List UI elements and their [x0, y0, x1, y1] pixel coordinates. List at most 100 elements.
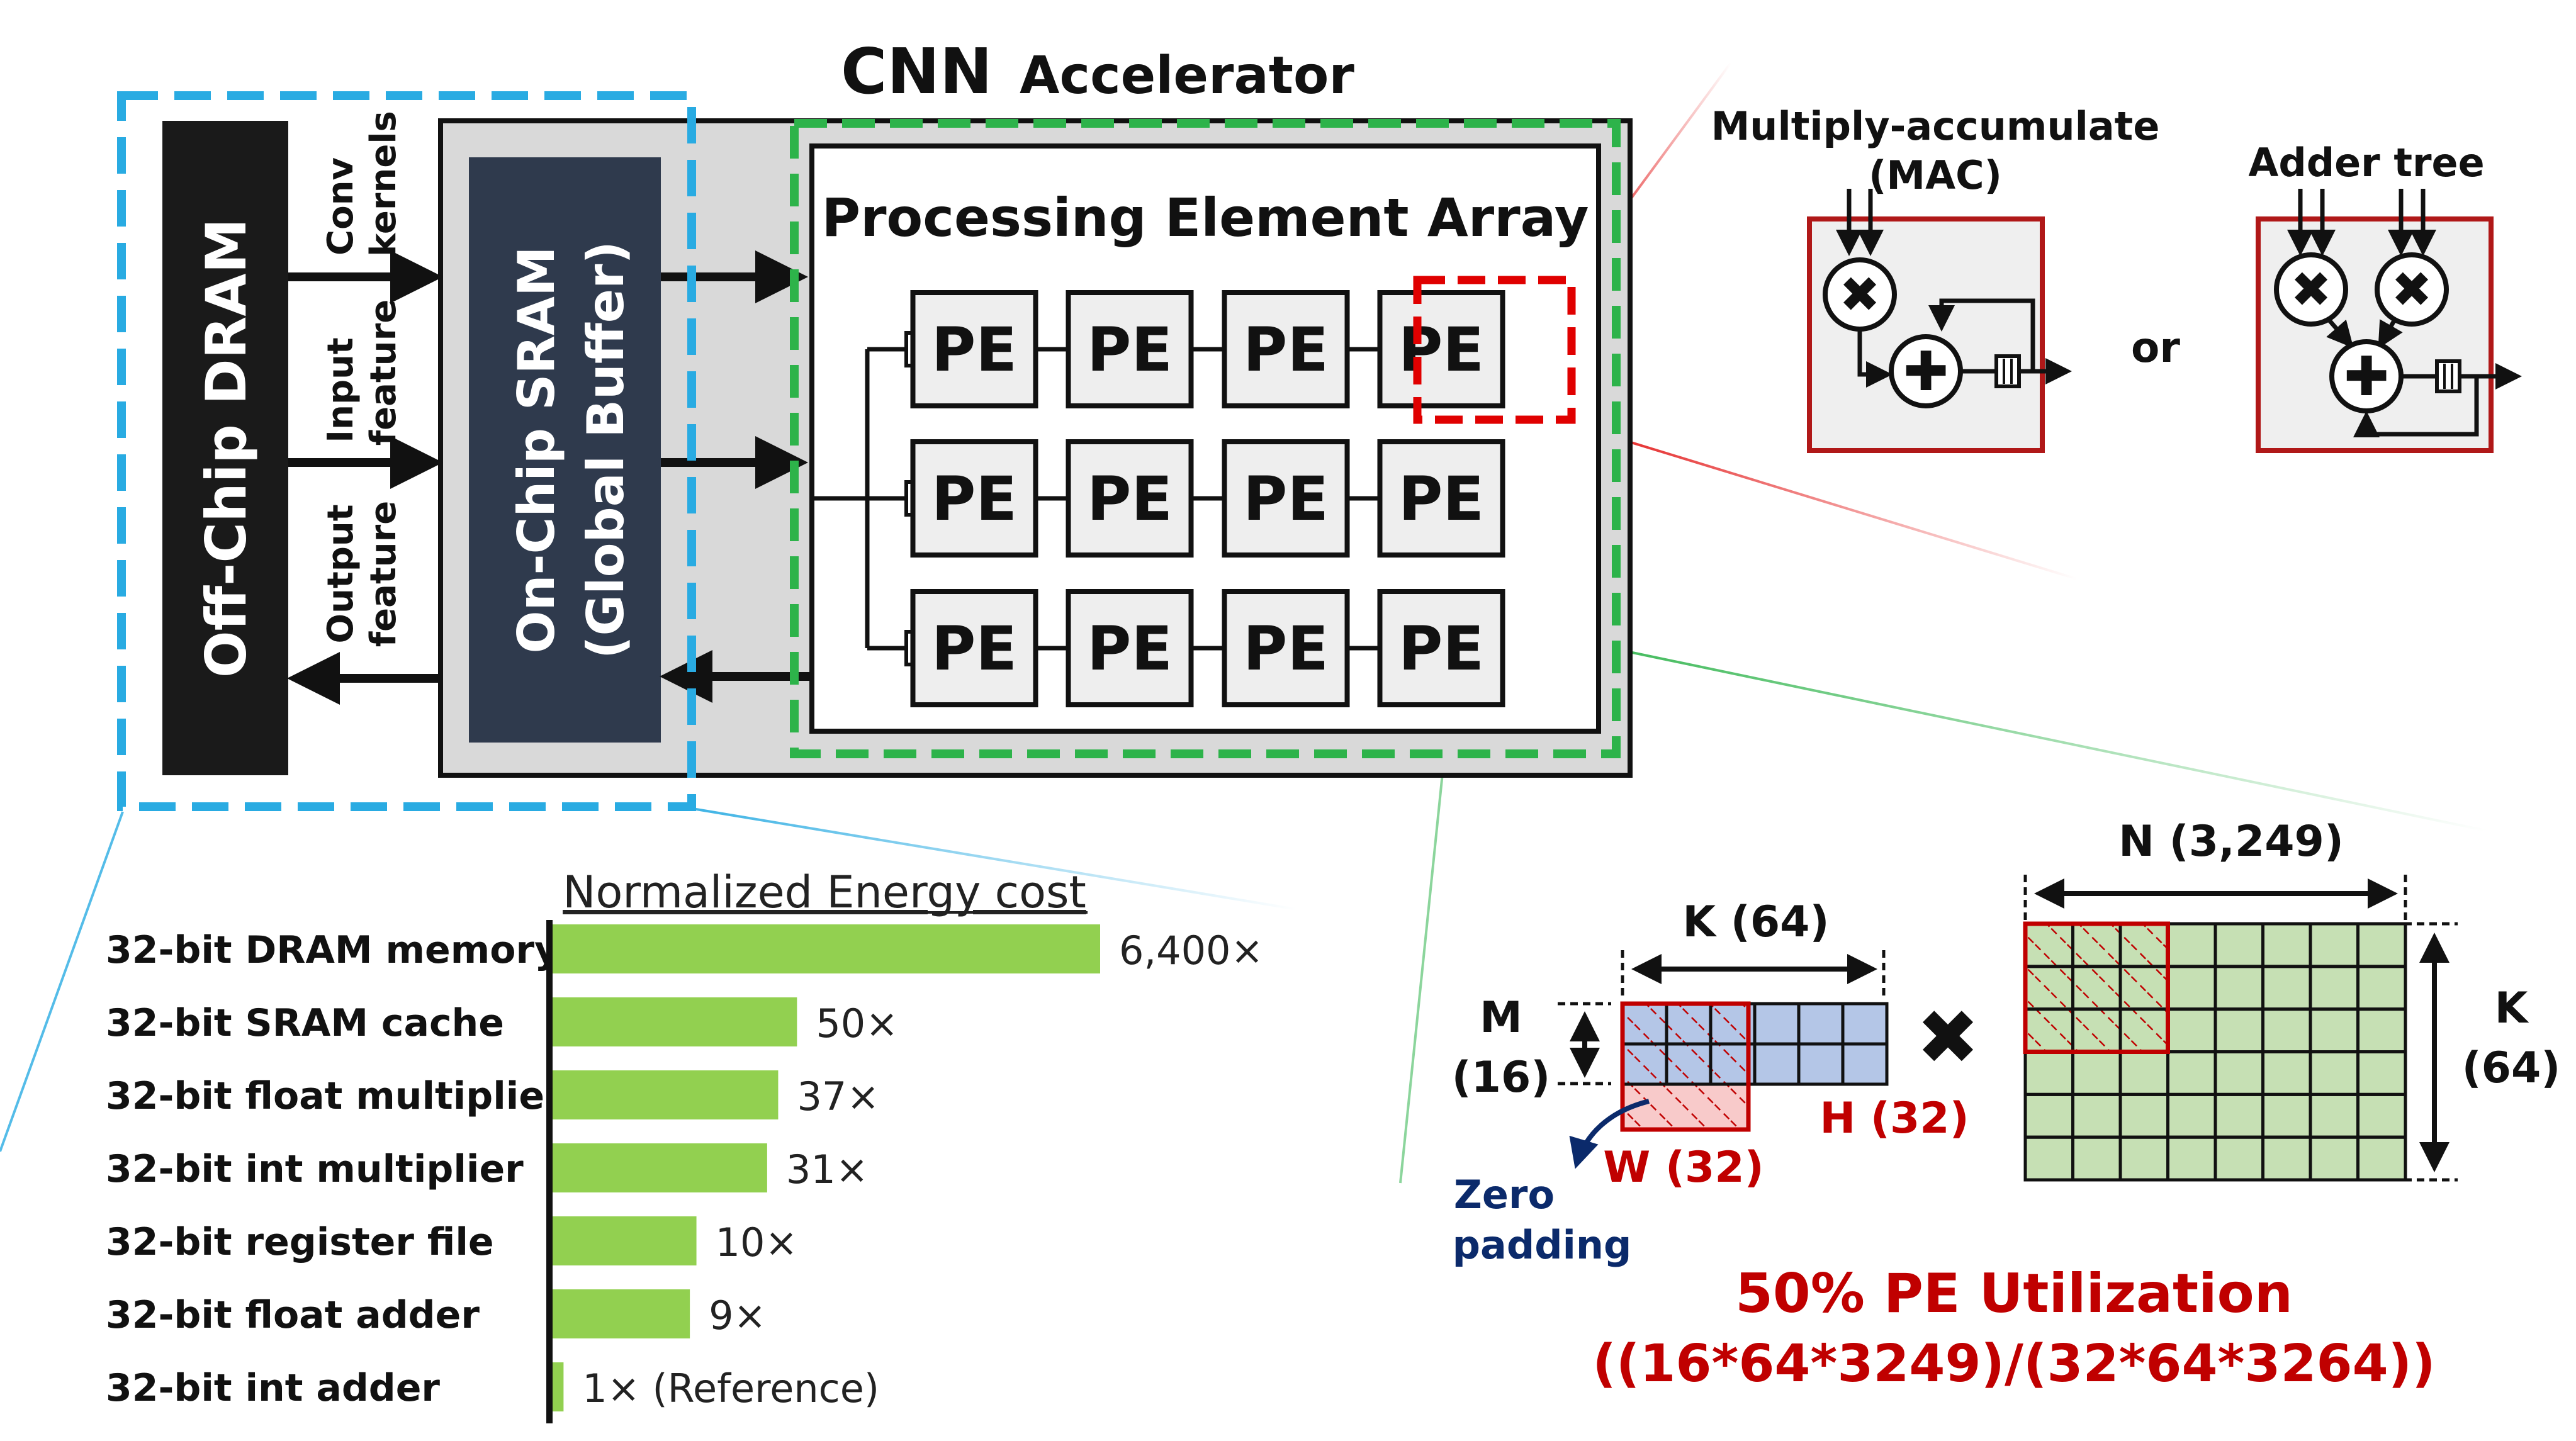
w-label: W (32): [1603, 1143, 1763, 1192]
input-matrix-cell: [1841, 1042, 1889, 1086]
multiply-symbol: ✖: [1916, 994, 1980, 1082]
red-zoom-line-bottom: [1573, 423, 2078, 580]
sram-box: [469, 157, 661, 743]
adder-tree-detail: Adder tree ✖ ✖ ✚: [2248, 140, 2522, 453]
pe-cell: [1066, 439, 1194, 558]
utilization-label: 50% PE Utilization: [1735, 1262, 2293, 1325]
chart-value-label: 31×: [786, 1147, 869, 1192]
dram-sram-flows: Conv kernels Input feature Output featur…: [287, 111, 443, 705]
pe-cell: [1377, 439, 1505, 558]
weight-matrix: [2023, 921, 2407, 1182]
pe-cell-label: PE: [1243, 614, 1329, 684]
pe-cell-label: PE: [1087, 614, 1173, 684]
chart-bar: [553, 924, 1100, 973]
k-right-line2: (64): [2462, 1043, 2561, 1093]
pe-cell-label: PE: [1087, 464, 1173, 534]
chart-value-label: 10×: [716, 1220, 798, 1265]
chart-value-label: 1× (Reference): [582, 1365, 879, 1411]
or-label: or: [2131, 323, 2180, 372]
pe-array-title: Processing Element Array: [822, 187, 1589, 249]
output-label-line2: feature: [363, 501, 404, 647]
output-label-line1: Output: [320, 505, 361, 644]
adder-multiply-icon-2: [2375, 252, 2449, 327]
k-top-label: K (64): [1682, 897, 1829, 947]
m-label-line2: (16): [1452, 1053, 1551, 1102]
matrix-illustration: K (64) M (16) H (32) W (32) Zero padding…: [1452, 817, 2561, 1394]
pe-cell: [910, 589, 1038, 707]
sram-pe-flows: [660, 250, 812, 703]
weight-matrix-cell: [2356, 1135, 2407, 1182]
mac-title-line2: (MAC): [1869, 152, 2002, 198]
green-zoom-line-right: [1611, 647, 2487, 832]
dram-box: [162, 121, 288, 775]
pe-cell-label: PE: [1398, 315, 1484, 385]
weight-window: [2023, 921, 2170, 1054]
input-label-line1: Input: [320, 337, 361, 442]
pe-cell-label: PE: [1087, 315, 1173, 385]
pe-cell: [1066, 589, 1194, 707]
padding-window: [1620, 1001, 1751, 1132]
dram-label: Off-Chip DRAM: [194, 218, 259, 678]
blue-zoom-line-left: [0, 811, 124, 1152]
pe-cell-label: PE: [931, 464, 1017, 534]
adder-tree-title: Adder tree: [2248, 140, 2484, 186]
conv-label-line2: kernels: [363, 111, 404, 257]
chart-value-label: 50×: [816, 1001, 898, 1046]
sram-label-line2: (Global Buffer): [577, 241, 635, 659]
pe-cell: [1222, 589, 1350, 707]
memory-highlight-box: [117, 91, 696, 811]
input-matrix: [1620, 1001, 1889, 1132]
pe-cell: [1222, 439, 1350, 558]
svg-text:✚: ✚: [2344, 345, 2389, 408]
chart-category-label: 32-bit SRAM cache: [106, 1001, 504, 1045]
adder-multiply-icon-1: [2274, 252, 2348, 327]
pe-cell-label: PE: [931, 315, 1017, 385]
pe-cell-label: PE: [1243, 464, 1329, 534]
svg-text:✖: ✖: [2290, 262, 2331, 318]
chart-bar: [553, 1362, 564, 1411]
m-label-line1: M: [1480, 993, 1522, 1043]
chart-value-label: 37×: [797, 1074, 879, 1119]
adder-register-icon: [2435, 359, 2461, 393]
title-accelerator: Accelerator: [1020, 46, 1354, 106]
chart-bar: [553, 1216, 697, 1265]
chart-category-label: 32-bit int adder: [106, 1366, 440, 1410]
conv-label-line1: Conv: [320, 157, 361, 255]
zero-padding-line1: Zero: [1454, 1172, 1555, 1218]
k-right-line1: K: [2495, 984, 2529, 1033]
pe-cell-label: PE: [1398, 614, 1484, 684]
pe-cell: [1377, 290, 1505, 408]
zero-padding-arrow: [1569, 1099, 1650, 1169]
svg-text:✚: ✚: [1903, 340, 1949, 403]
adder-tree-box: [2256, 216, 2494, 453]
mac-register-icon: [1994, 354, 2021, 388]
chart-category-label: 32-bit register file: [106, 1220, 494, 1264]
pe-grid: PE PE PE PE PE PE PE PE PE PE PE PE: [812, 290, 1505, 707]
pe-cell-label: PE: [1398, 464, 1484, 534]
chart-category-label: 32-bit DRAM memory: [106, 928, 559, 972]
chart-title: Normalized Energy cost: [563, 866, 1086, 918]
chart-category-label: 32-bit int multiplier: [106, 1147, 524, 1191]
chart-bar: [553, 1070, 779, 1119]
energy-chart: Normalized Energy cost 32-bit DRAM memor…: [106, 866, 1263, 1423]
h-label: H (32): [1820, 1094, 1969, 1143]
zero-padding-line2: padding: [1453, 1222, 1632, 1268]
pe-array-highlight-box: [790, 119, 1621, 758]
pe-cell-label: PE: [1243, 315, 1329, 385]
chart-value-label: 9×: [709, 1292, 766, 1338]
green-zoom-line-left: [1399, 754, 1446, 1184]
utilization-formula: ((16*64*3249)/(32*64*3264)): [1592, 1334, 2435, 1394]
n-label: N (3,249): [2118, 817, 2344, 866]
chart-category-label: 32-bit float multiplier: [106, 1074, 563, 1118]
mac-title-line1: Multiply-accumulate: [1711, 103, 2160, 149]
sram-label-line1: On-Chip SRAM: [507, 246, 566, 653]
svg-text:✖: ✖: [2391, 262, 2432, 318]
blue-zoom-line-right: [692, 807, 1297, 911]
input-label-line2: feature: [363, 300, 404, 446]
chart-bar: [553, 1143, 767, 1192]
pe-cell-label: PE: [931, 614, 1017, 684]
chart-bar: [553, 997, 797, 1046]
chart-category-label: 32-bit float adder: [106, 1293, 480, 1337]
